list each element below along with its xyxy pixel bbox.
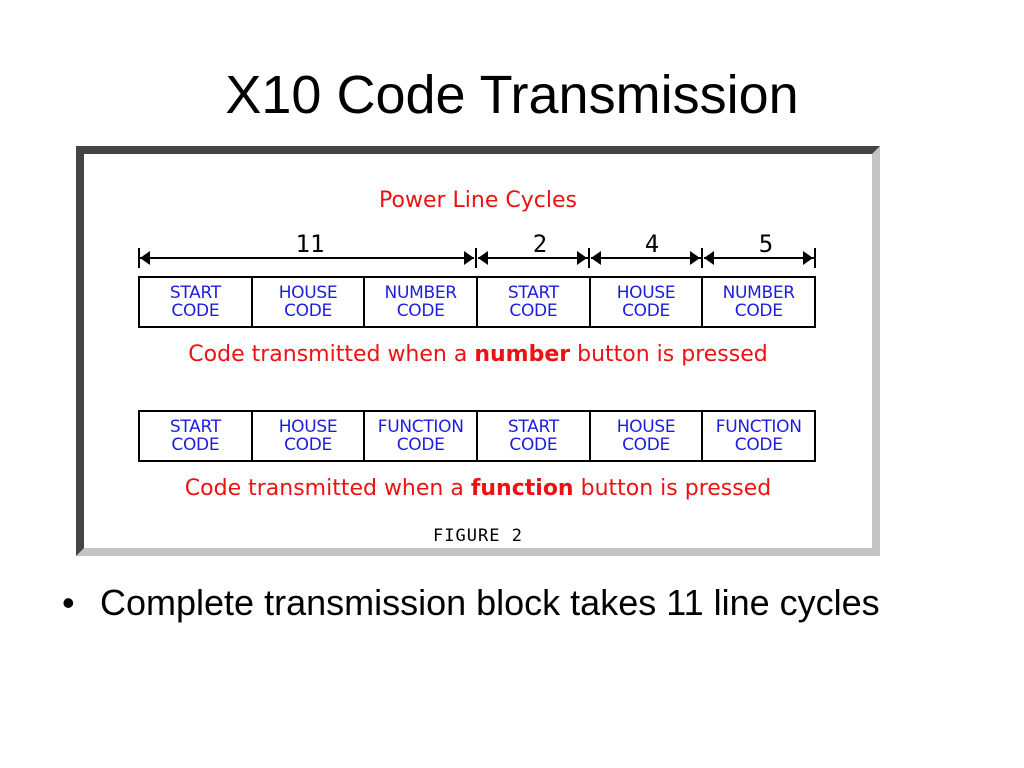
arrow-right-icon <box>577 251 587 265</box>
figure-label: FIGURE 2 <box>433 526 523 546</box>
arrow-right-icon <box>803 251 813 265</box>
bullet-list: •Complete transmission block takes 11 li… <box>62 582 982 624</box>
arrow-right-icon <box>464 251 474 265</box>
bullet-item: •Complete transmission block takes 11 li… <box>62 582 880 623</box>
timeline-tick <box>701 248 703 268</box>
figure-frame: Power Line Cycles 11 2 4 5 <box>76 146 880 556</box>
figure-content: Power Line Cycles 11 2 4 5 <box>84 154 872 548</box>
bullet-dot-icon: • <box>62 582 75 623</box>
caption-function: Code transmitted when a function button … <box>184 476 772 501</box>
cycle-label-4: 4 <box>644 230 660 258</box>
timeline-segment <box>140 257 474 259</box>
caption-number: Code transmitted when a number button is… <box>188 342 768 367</box>
slide-title: X10 Code Transmission <box>225 65 799 125</box>
cycle-label-11: 11 <box>295 230 325 258</box>
timeline-segment <box>591 257 701 259</box>
arrow-right-icon <box>690 251 700 265</box>
cycle-label-2: 2 <box>532 230 548 258</box>
timeline-tick <box>588 248 590 268</box>
cycle-label-5: 5 <box>758 230 774 258</box>
timeline-tick <box>138 248 140 268</box>
cycle-timeline: 11 2 4 5 <box>84 154 872 268</box>
timeline-tick <box>814 248 816 268</box>
timeline-segment <box>478 257 588 259</box>
timeline-segment <box>704 257 814 259</box>
timeline-tick <box>475 248 477 268</box>
figure-heading: Power Line Cycles <box>379 188 577 213</box>
